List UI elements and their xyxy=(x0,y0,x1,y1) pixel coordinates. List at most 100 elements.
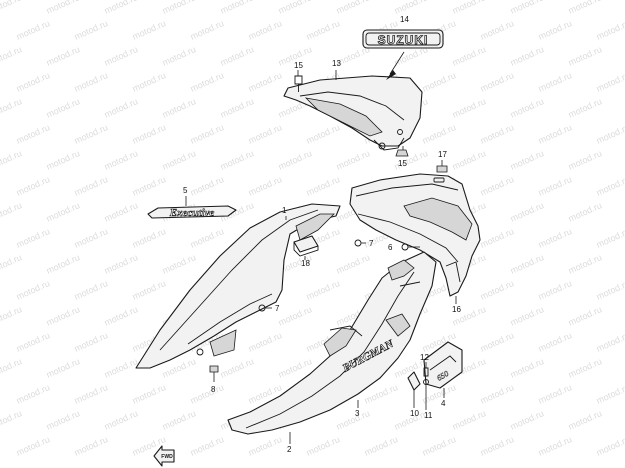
watermark-text: motod.ru xyxy=(15,122,52,146)
watermark-text: motod.ru xyxy=(421,70,458,94)
forward-arrow-label: FWD xyxy=(161,454,173,460)
watermark-text: motod.ru xyxy=(131,174,168,198)
watermark-text: motod.ru xyxy=(189,174,226,198)
watermark-text: motod.ru xyxy=(479,434,516,458)
watermark-text: motod.ru xyxy=(479,18,516,42)
watermark-text: motod.ru xyxy=(73,18,110,42)
watermark-text: motod.ru xyxy=(219,0,256,16)
callout-3: 3 xyxy=(355,409,360,418)
hardware xyxy=(209,75,448,391)
watermark-text: motod.ru xyxy=(103,356,140,380)
watermark-text: motod.ru xyxy=(219,44,256,68)
watermark-text: motod.ru xyxy=(509,44,546,68)
watermark-text: motod.ru xyxy=(189,122,226,146)
watermark-text: motod.ru xyxy=(73,122,110,146)
watermark-text: motod.ru xyxy=(15,18,52,42)
watermark-text: motod.ru xyxy=(247,434,284,458)
watermark-text: motod.ru xyxy=(15,174,52,198)
watermark-text: motod.ru xyxy=(161,252,198,276)
watermark-text: motod.ru xyxy=(479,278,516,302)
rear-center-cover xyxy=(349,173,481,297)
watermark-text: motod.ru xyxy=(131,226,168,250)
callout-18: 18 xyxy=(301,259,310,268)
watermark-text: motod.ru xyxy=(45,148,82,172)
brand-badge: SUZUKI xyxy=(362,29,444,49)
watermark-text: motod.ru xyxy=(45,356,82,380)
brand-badge-text: SUZUKI xyxy=(378,33,429,47)
watermark-text: motod.ru xyxy=(595,18,625,42)
watermark-text: motod.ru xyxy=(595,226,625,250)
watermark-text: motod.ru xyxy=(451,0,488,16)
watermark-text: motod.ru xyxy=(421,434,458,458)
watermark-text: motod.ru xyxy=(509,304,546,328)
watermark-text: motod.ru xyxy=(45,200,82,224)
watermark-text: motod.ru xyxy=(509,200,546,224)
watermark-text: motod.ru xyxy=(335,0,372,16)
watermark-text: motod.ru xyxy=(73,382,110,406)
watermark-text: motod.ru xyxy=(567,0,604,16)
watermark-text: motod.ru xyxy=(509,148,546,172)
watermark-text: motod.ru xyxy=(537,278,574,302)
watermark-text: motod.ru xyxy=(45,96,82,120)
frame-cover-upper xyxy=(135,203,341,369)
watermark-text: motod.ru xyxy=(537,382,574,406)
side-script-emblem: Executive xyxy=(147,205,237,219)
watermark-text: motod.ru xyxy=(335,252,372,276)
watermark-text: motod.ru xyxy=(15,70,52,94)
watermark-text: motod.ru xyxy=(421,122,458,146)
watermark-text: motod.ru xyxy=(363,434,400,458)
badge-arrow-icon xyxy=(386,70,396,80)
callout-8: 8 xyxy=(211,385,216,394)
watermark-text: motod.ru xyxy=(45,252,82,276)
watermark-text: motod.ru xyxy=(73,278,110,302)
callout-12: 12 xyxy=(420,353,429,362)
watermark-text: motod.ru xyxy=(219,148,256,172)
watermark-text: motod.ru xyxy=(277,148,314,172)
side-script-text: Executive xyxy=(169,207,215,219)
callout-2: 2 xyxy=(287,445,292,454)
leader-lines xyxy=(185,70,457,444)
watermark-text: motod.ru xyxy=(0,304,23,328)
watermark-text: motod.ru xyxy=(537,226,574,250)
watermark-text: motod.ru xyxy=(479,226,516,250)
watermark-text: motod.ru xyxy=(567,408,604,432)
watermark-text: motod.ru xyxy=(0,44,23,68)
watermark-text: motod.ru xyxy=(479,70,516,94)
watermark-text: motod.ru xyxy=(0,356,23,380)
watermark-text: motod.ru xyxy=(247,70,284,94)
watermark-text: motod.ru xyxy=(161,96,198,120)
watermark-text: motod.ru xyxy=(103,200,140,224)
watermark-text: motod.ru xyxy=(103,304,140,328)
callout-labels: 1 2 3 4 5 6 7 7 8 10 11 12 13 14 15 15 1… xyxy=(183,15,461,454)
watermark-text: motod.ru xyxy=(0,96,23,120)
watermark-text: motod.ru xyxy=(567,200,604,224)
watermark-text: motod.ru xyxy=(131,382,168,406)
watermark-text: motod.ru xyxy=(537,18,574,42)
watermark-text: motod.ru xyxy=(45,408,82,432)
watermark-text: motod.ru xyxy=(103,252,140,276)
watermark-text: motod.ru xyxy=(451,44,488,68)
watermark-text: motod.ru xyxy=(247,18,284,42)
watermark-text: motod.ru xyxy=(189,382,226,406)
watermark-text: motod.ru xyxy=(335,408,372,432)
watermark-text: motod.ru xyxy=(479,174,516,198)
watermark-text: motod.ru xyxy=(103,44,140,68)
watermark-text: motod.ru xyxy=(0,200,23,224)
watermark-text: motod.ru xyxy=(595,330,625,354)
watermark-text: motod.ru xyxy=(219,96,256,120)
watermark-text: motod.ru xyxy=(15,330,52,354)
watermark-text: motod.ru xyxy=(277,304,314,328)
callout-15a: 15 xyxy=(294,61,303,70)
watermark-text: motod.ru xyxy=(45,44,82,68)
watermark-text: motod.ru xyxy=(131,70,168,94)
watermark-text: motod.ru xyxy=(103,0,140,16)
watermark-text: motod.ru xyxy=(0,252,23,276)
watermark-text: motod.ru xyxy=(131,122,168,146)
watermark-text: motod.ru xyxy=(509,252,546,276)
callout-17: 17 xyxy=(438,150,447,159)
watermark-text: motod.ru xyxy=(0,148,23,172)
watermark-text: motod.ru xyxy=(247,330,284,354)
watermark-text: motod.ru xyxy=(567,148,604,172)
watermark-text: motod.ru xyxy=(0,0,23,16)
